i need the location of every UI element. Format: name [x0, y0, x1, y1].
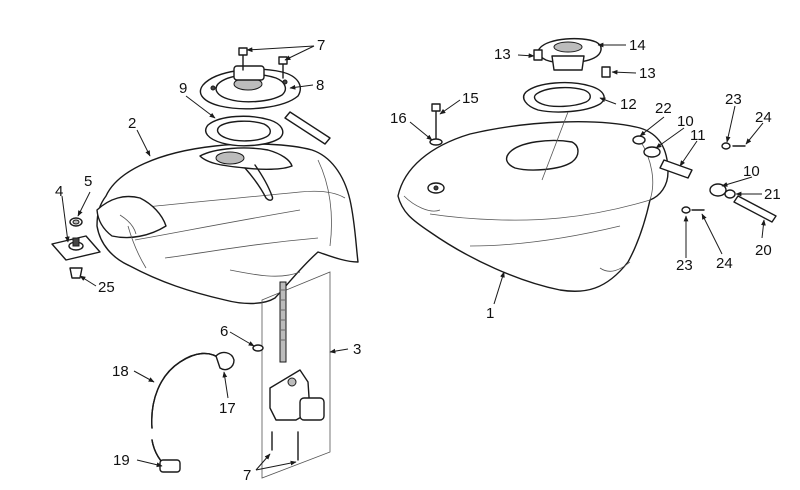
callout-13-lower: 13 [639, 65, 656, 82]
callout-11: 11 [690, 127, 706, 144]
callout-19: 19 [113, 452, 130, 469]
callout-2: 2 [128, 115, 136, 132]
callout-20: 20 [755, 242, 772, 259]
callout-15: 15 [462, 90, 479, 107]
callout-23-lower: 23 [676, 257, 693, 274]
callout-1: 1 [486, 305, 494, 322]
callout-10-lower: 10 [743, 163, 760, 180]
callout-13-upper: 13 [494, 46, 511, 63]
tank-mount-bracket [51, 217, 101, 279]
callout-5: 5 [84, 173, 92, 190]
callout-7: 7 [317, 37, 325, 54]
rear-mount-hardware [632, 135, 777, 223]
callout-17: 17 [219, 400, 236, 417]
vent-hose [284, 111, 331, 145]
callout-labels: 7 8 9 2 5 4 25 6 3 18 17 19 7 13 14 13 1… [55, 37, 781, 484]
callout-16: 16 [390, 110, 407, 127]
callout-25: 25 [98, 279, 115, 296]
callout-22: 22 [655, 100, 672, 117]
callout-12: 12 [620, 96, 637, 113]
callout-3: 3 [353, 341, 361, 358]
callout-21: 21 [764, 186, 781, 203]
callout-23-upper: 23 [725, 91, 742, 108]
callout-9: 9 [179, 80, 187, 97]
fuel-tank-right [397, 121, 669, 293]
callout-24-lower: 24 [716, 255, 733, 272]
bolt-16 [429, 103, 443, 146]
callout-10-upper: 10 [677, 113, 694, 130]
callout-6: 6 [220, 323, 228, 340]
callout-24-upper: 24 [755, 109, 772, 126]
callout-14: 14 [629, 37, 646, 54]
callout-7-lower: 7 [243, 467, 251, 484]
callout-4: 4 [55, 183, 63, 200]
callout-8: 8 [316, 77, 324, 94]
fuel-tap-assembly [151, 271, 331, 479]
callout-18: 18 [112, 363, 129, 380]
leader-lines [61, 42, 766, 471]
filler-cap-assembly-left [199, 47, 301, 147]
fuel-tank-left [96, 143, 359, 305]
